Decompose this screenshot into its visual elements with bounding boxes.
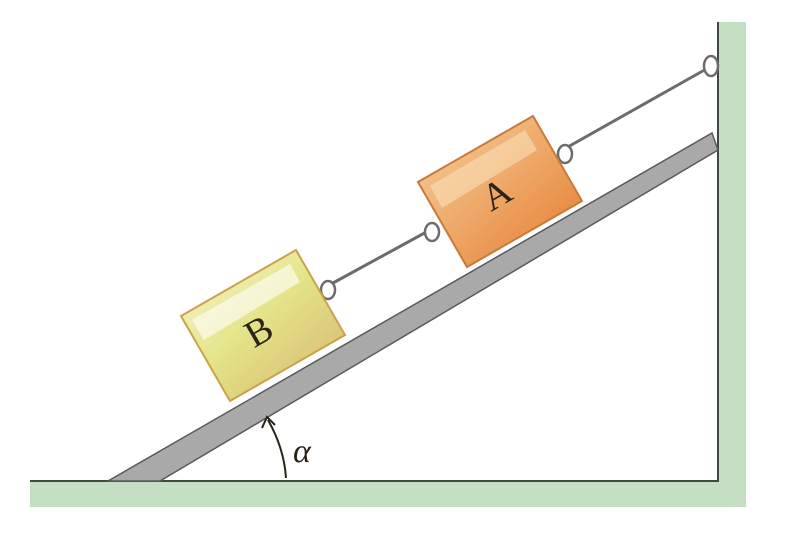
block-b: B — [179, 248, 347, 403]
string-wall-a — [565, 66, 709, 150]
block-a: A — [416, 114, 584, 269]
angle-label: α — [293, 433, 312, 470]
angle-arc — [267, 419, 287, 479]
ground-floor — [30, 481, 746, 507]
string-a-b — [332, 228, 431, 285]
hook-a-bottom — [423, 221, 441, 243]
hook-b-top — [319, 279, 337, 301]
incline-plank — [105, 131, 719, 482]
angle-arrow-icon — [261, 415, 276, 429]
hook-a-top — [556, 143, 574, 165]
ground-wall — [718, 22, 746, 507]
ground-edge — [30, 22, 719, 482]
wall-hook — [702, 54, 720, 78]
